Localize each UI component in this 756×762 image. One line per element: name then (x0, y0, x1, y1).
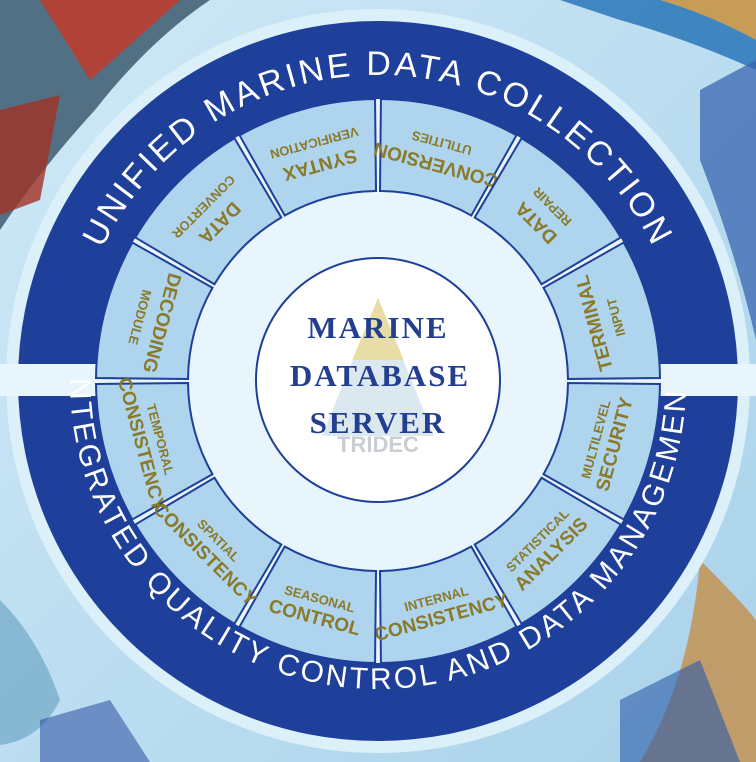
triangle-logo-icon (322, 298, 434, 436)
center-line-2: DATABASE (290, 358, 470, 393)
segment-shape (238, 98, 378, 217)
segment-shape (542, 241, 661, 381)
segment-shape (473, 136, 623, 286)
segment-shape (95, 381, 214, 521)
segment-shape (133, 136, 283, 286)
triangle-logo-top-icon (352, 298, 404, 360)
center-line-1: MARINE (307, 310, 448, 345)
segment-shape (473, 476, 623, 626)
segment-shape (378, 98, 518, 217)
segment-shape (378, 545, 518, 664)
segment-shape (542, 381, 661, 521)
segment-shape (133, 476, 283, 626)
center-hub: TRIDEC MARINE DATABASE SERVER (255, 257, 501, 503)
logo-text: TRIDEC (337, 432, 419, 457)
segment-shape (238, 545, 378, 664)
module-segments: DECODINGMODULEDATACONVERTORSYNTAXVERIFIC… (95, 98, 661, 664)
segment-shape (95, 241, 214, 381)
center-line-3: SERVER (310, 405, 447, 440)
